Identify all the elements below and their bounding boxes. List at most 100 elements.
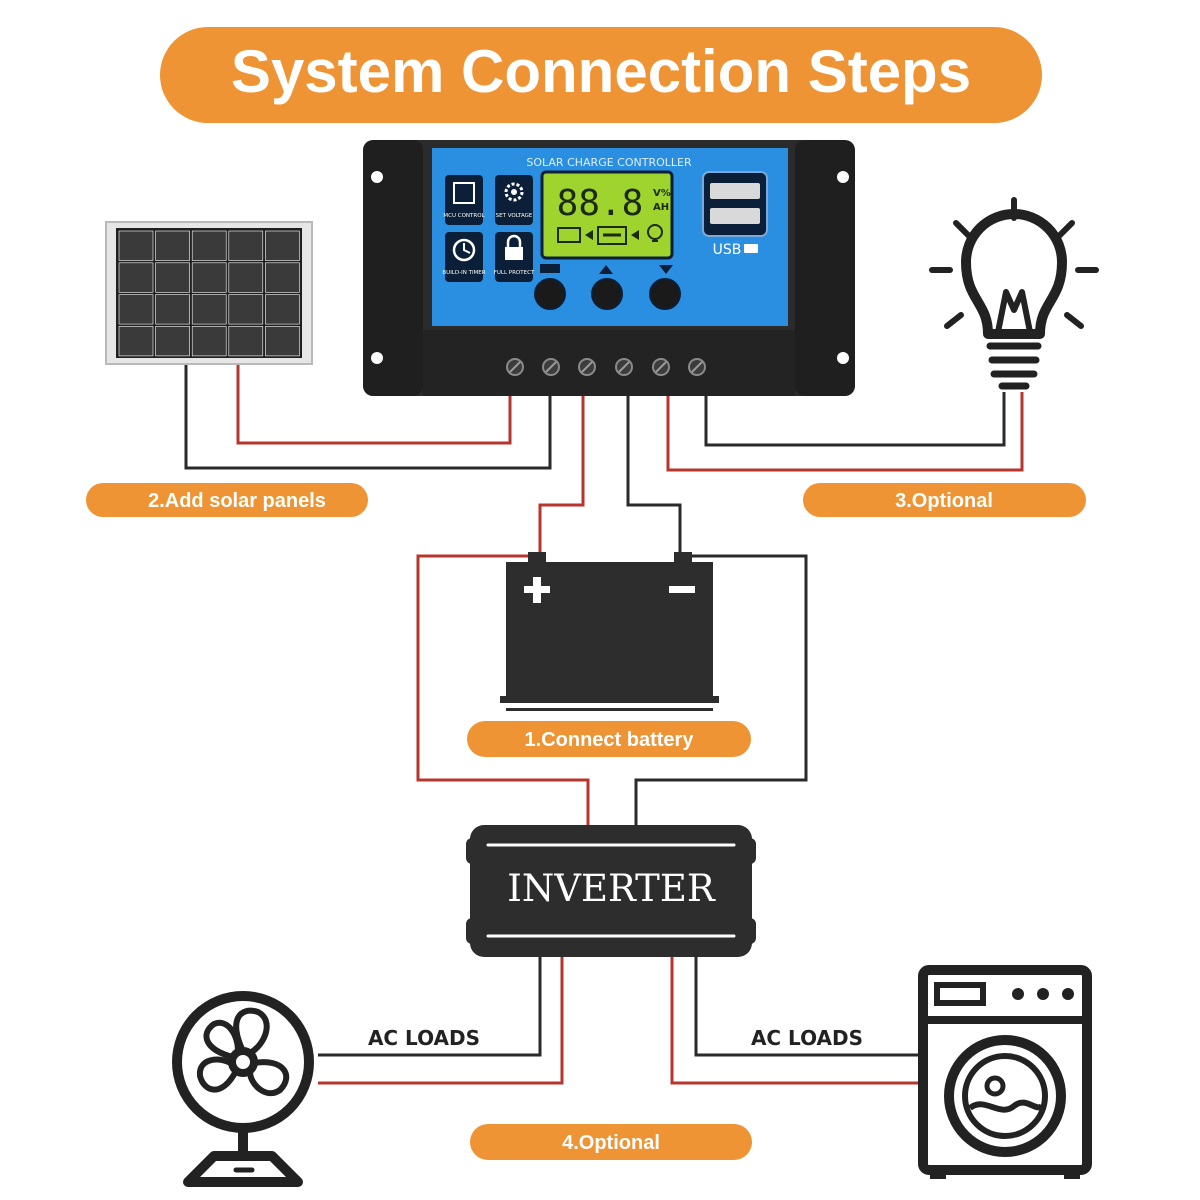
charge-controller: SOLAR CHARGE CONTROLLER MCU CONTROL SET … — [363, 140, 855, 396]
solar-cell — [155, 262, 190, 293]
step1-label: 1.Connect battery — [525, 729, 695, 751]
title-pill — [160, 27, 1042, 123]
step4-pill: 4.Optional — [470, 1124, 752, 1160]
fan-wire-red — [318, 955, 564, 1085]
step2-label: 2.Add solar panels — [148, 490, 326, 512]
battery-negative-wire — [626, 395, 682, 556]
menu-icon — [540, 264, 560, 273]
step3-pill: 3.Optional — [803, 483, 1086, 517]
minus-icon — [669, 586, 695, 593]
usb-ports[interactable]: USB — [702, 171, 768, 258]
step4-label: 4.Optional — [562, 1132, 660, 1154]
controller-buttons — [534, 264, 681, 310]
lcd-battery-icon — [597, 226, 627, 245]
step2-pill: 2.Add solar panels — [86, 483, 368, 517]
terminal-slot — [691, 361, 703, 373]
solar-cell — [191, 262, 227, 293]
lcd-arrow-icon — [585, 230, 593, 240]
usb-port-top[interactable] — [710, 183, 760, 199]
lcd-arrow-icon — [631, 230, 639, 240]
step3-label: 3.Optional — [895, 490, 993, 512]
solar-cell — [155, 294, 190, 325]
step1-pill: 1.Connect battery — [467, 721, 751, 757]
svg-text:SET VOLTAGE: SET VOLTAGE — [496, 213, 533, 219]
fan-icon — [172, 991, 314, 1187]
solar-cell — [228, 326, 264, 357]
terminal-slot — [509, 361, 521, 373]
battery-positive-terminal — [528, 552, 546, 564]
up-arrow-icon — [599, 265, 613, 274]
lcd-display: 88.8 V% AH — [540, 170, 674, 260]
mount-hole — [837, 352, 849, 364]
washer-wire-black — [694, 955, 918, 1057]
solar-cell — [118, 294, 154, 325]
washing-machine-icon — [918, 965, 1092, 1179]
solar-positive-wire — [236, 362, 512, 445]
solar-cell — [265, 262, 300, 293]
usb-port-bottom[interactable] — [710, 208, 760, 224]
solar-cell — [118, 262, 154, 293]
battery-negative-terminal — [674, 552, 692, 564]
ac-loads-left-label: AC LOADS — [368, 1026, 480, 1050]
solar-cell — [118, 230, 154, 261]
svg-text:BUILD-IN TIMER: BUILD-IN TIMER — [442, 270, 485, 276]
solar-cell — [155, 230, 190, 261]
solar-cell — [265, 294, 300, 325]
solar-cell — [191, 326, 227, 357]
lcd-unit-top: V% — [653, 188, 671, 199]
solar-cell — [228, 230, 264, 261]
inverter-negative-wire — [634, 554, 808, 828]
lcd-readout: 88.8 — [557, 183, 644, 224]
load-positive-wire — [666, 392, 1024, 472]
usb-label: USB — [713, 242, 742, 258]
solar-negative-wire — [184, 362, 552, 470]
ac-loads-right-label: AC LOADS — [751, 1026, 863, 1050]
solar-cells — [118, 230, 300, 357]
terminals — [506, 358, 706, 376]
inverter: INVERTER — [466, 825, 756, 957]
battery — [500, 552, 719, 711]
solar-cell — [118, 326, 154, 357]
up-button[interactable] — [591, 278, 623, 310]
lcd-unit-bottom: AH — [653, 202, 669, 213]
load-negative-wire — [704, 392, 1006, 447]
solar-cell — [265, 326, 300, 357]
svg-text:FULL PROTECT: FULL PROTECT — [494, 270, 535, 276]
terminal-strip — [423, 330, 795, 396]
mount-hole — [371, 352, 383, 364]
light-rays — [929, 197, 1099, 329]
feature-icons: MCU CONTROL SET VOLTAGE BUILD-IN TIMER F… — [442, 175, 535, 282]
usb-battery-icon — [744, 244, 758, 253]
washer-wire-red — [670, 955, 918, 1085]
lcd-solar-icon — [557, 227, 581, 243]
solar-panel — [105, 221, 313, 365]
terminal-slot — [581, 361, 593, 373]
wiring — [184, 362, 1024, 1085]
svg-text:MCU CONTROL: MCU CONTROL — [443, 213, 485, 219]
solar-cell — [228, 294, 264, 325]
terminal-slot — [618, 361, 630, 373]
inverter-label: INVERTER — [507, 867, 716, 910]
solar-cell — [265, 230, 300, 261]
page-title: System Connection Steps — [231, 38, 971, 105]
controller-heading: SOLAR CHARGE CONTROLLER — [526, 156, 692, 169]
plus-icon — [524, 577, 550, 603]
solar-cell — [191, 230, 227, 261]
terminal-slot — [545, 361, 557, 373]
inverter-positive-wire — [416, 554, 590, 828]
terminal-slot — [655, 361, 667, 373]
fan-wire-black — [318, 955, 542, 1057]
title-banner: System Connection Steps — [160, 27, 1042, 123]
solar-cell — [191, 294, 227, 325]
down-arrow-icon — [659, 265, 673, 274]
solar-cell — [228, 262, 264, 293]
mount-hole — [371, 171, 383, 183]
mount-hole — [837, 171, 849, 183]
solar-cell — [155, 326, 190, 357]
down-button[interactable] — [649, 278, 681, 310]
battery-positive-wire — [538, 395, 585, 556]
menu-button[interactable] — [534, 278, 566, 310]
light-bulb-icon — [929, 197, 1099, 390]
lcd-bulb-icon — [647, 224, 663, 240]
